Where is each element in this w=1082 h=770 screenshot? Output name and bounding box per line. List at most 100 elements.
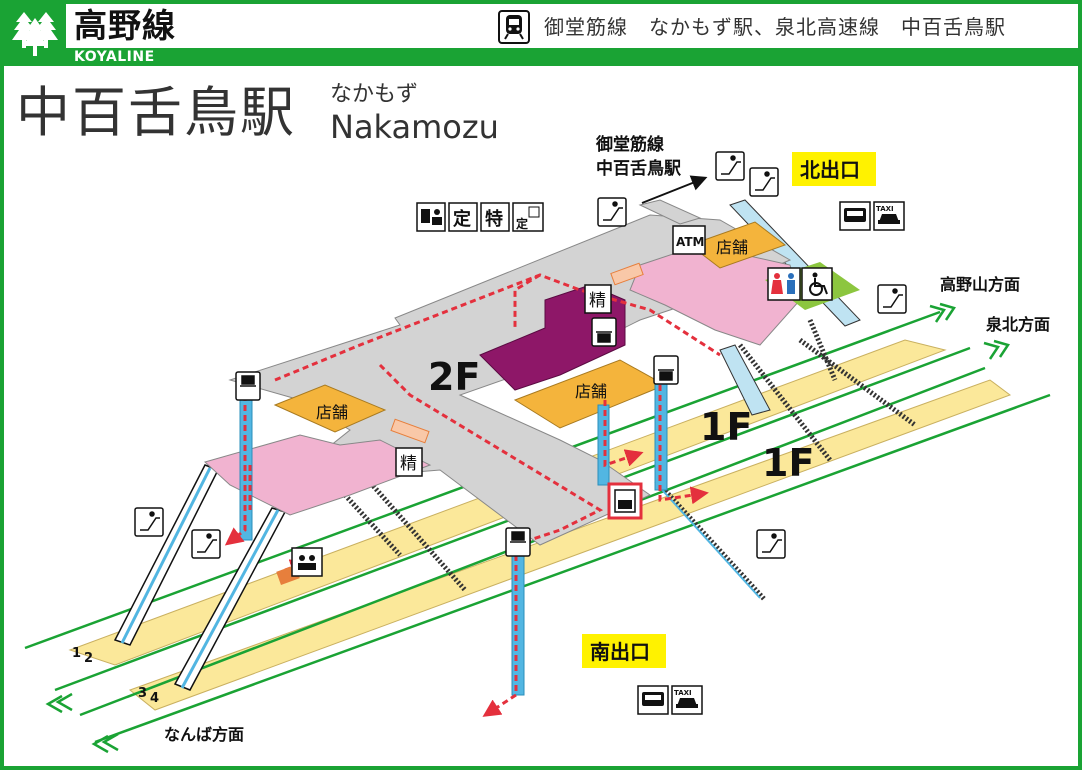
direction-arrow-icon [91, 734, 109, 754]
escalator-icon [191, 529, 221, 559]
elevator-icon [235, 371, 261, 401]
track-number: 4 [150, 691, 159, 706]
limited-express-label: 特 [485, 208, 503, 230]
escalator-icons [134, 151, 907, 559]
commuter-pass-icon [448, 202, 478, 232]
limited-express-icon [480, 202, 510, 232]
station-name: 中百舌鳥駅 [16, 81, 296, 144]
taxi-label: TAXI [674, 689, 692, 697]
escalator-icon [756, 529, 786, 559]
track-number: 1 [72, 646, 81, 661]
line-logo [4, 4, 66, 66]
elevator-shaft-south [511, 554, 525, 696]
stair-flight [343, 493, 402, 557]
senboku-direction-label: 泉北方面 [986, 315, 1050, 334]
stairs [113, 199, 917, 691]
track-number: 3 [138, 686, 147, 701]
bus-taxi-south [637, 685, 703, 715]
escalator-icon [749, 167, 779, 197]
line-name-bar [66, 48, 1078, 66]
route-path [513, 273, 541, 330]
route-path [274, 273, 721, 382]
line-name: 高野線 [74, 6, 176, 45]
station-name-kana: なかもず [330, 82, 419, 107]
track-number: 2 [84, 651, 93, 666]
line-header: 高野線 KOYALINE 御堂筋線 なかもず駅、泉北高速線 中百舌鳥駅 [4, 4, 1078, 66]
escalator-icon [877, 284, 907, 314]
direction-arrow-icon [55, 692, 73, 712]
taxi-icon [873, 201, 905, 231]
station-name-english: Nakamozu [330, 108, 499, 146]
direction-arrows [45, 302, 1010, 754]
direction-arrow-icon [929, 304, 946, 323]
subway-transfer-label-1: 御堂筋線 [595, 134, 664, 155]
commuter-machine-label: 定 [516, 216, 528, 231]
escalator-icon [597, 197, 627, 227]
wheelchair-icon [801, 267, 833, 301]
floor-2f-label: 2F [428, 355, 480, 399]
barrier-free-route [224, 273, 721, 717]
route-path [658, 385, 709, 505]
transfer-arrow [641, 175, 708, 204]
fare-adjustment-icon [584, 284, 612, 314]
bus-taxi-north [839, 201, 905, 231]
elevator-icons [235, 317, 679, 557]
shop-label: 店舗 [716, 238, 748, 257]
train-icon [498, 10, 530, 44]
track-line [79, 366, 986, 717]
shop-west [273, 384, 387, 433]
escalator-rail [654, 481, 761, 599]
route-path [603, 400, 644, 468]
namba-direction-label: なんば方面 [164, 725, 244, 744]
tree-logo-icon [12, 12, 58, 56]
direction-arrow-icon [101, 732, 119, 752]
direction-arrow-icon [45, 694, 63, 714]
direction-arrow-icon [983, 341, 1000, 360]
escalator-rail [120, 467, 212, 644]
stair-flight [366, 478, 467, 592]
fare-adjustment-label: 精 [589, 291, 606, 311]
route-path [378, 363, 604, 542]
direction-arrow-icon [993, 339, 1010, 358]
floor-1f-label: 1F [700, 405, 752, 449]
north-exit-label: 北出口 [800, 158, 860, 182]
stair-flight [658, 483, 767, 602]
line-name-english: KOYALINE [74, 49, 155, 65]
subway-transfer-label-2: 中百舌鳥駅 [596, 158, 682, 179]
atm-label: ATM [676, 235, 704, 249]
escalator-icon [134, 507, 164, 537]
ticket-office-icons [416, 202, 544, 232]
fare-adjustment-label: 精 [400, 454, 417, 474]
locker-icon [614, 489, 636, 513]
escalator-east [719, 344, 771, 416]
route-path [224, 395, 247, 546]
elevator-icon [653, 355, 679, 385]
escalator-icon [715, 151, 745, 181]
stair-flight [807, 319, 838, 381]
ticket-gate [390, 418, 430, 444]
elevator-icon [591, 317, 617, 347]
toilet-icon [767, 267, 801, 301]
coin-locker-icon [291, 547, 323, 577]
south-exit-highlight [582, 634, 666, 668]
atm-icon [672, 225, 706, 255]
ticket-gate [610, 262, 644, 286]
shop-label: 店舗 [316, 403, 348, 422]
direction-arrow-icon [939, 302, 956, 321]
shop-label: 店舗 [575, 382, 607, 401]
floor-1f-label: 1F [762, 441, 814, 485]
track-line [94, 393, 1051, 744]
north-exit-highlight [792, 152, 876, 186]
elevator-icon [505, 527, 531, 557]
route-path [482, 555, 518, 717]
stair-flight [738, 343, 832, 462]
taxi-label: TAXI [876, 205, 894, 213]
platform-3-4 [128, 379, 1012, 711]
commuter-pass-label: 定 [453, 208, 471, 230]
concourse-walkway [638, 199, 702, 225]
connecting-lines: 御堂筋線 なかもず駅、泉北高速線 中百舌鳥駅 [544, 15, 1006, 39]
shop-north [688, 221, 787, 269]
koyasan-direction-label: 高野山方面 [940, 275, 1020, 294]
